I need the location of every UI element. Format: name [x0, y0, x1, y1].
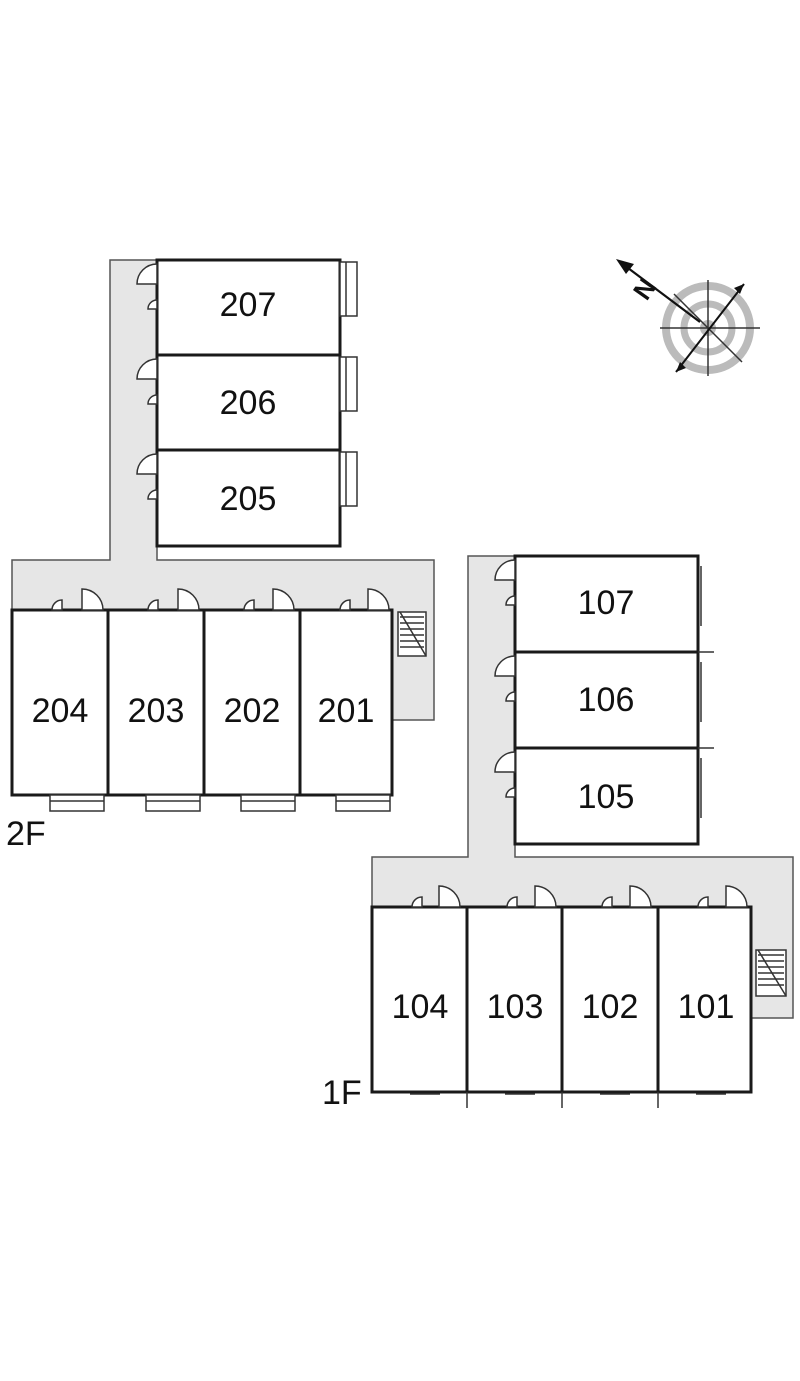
- door-icons-2f-horizontal: [51, 588, 390, 611]
- unit-label: 204: [32, 692, 89, 730]
- unit-101[interactable]: 101: [656, 905, 753, 1094]
- unit-label: 205: [220, 480, 277, 518]
- unit-204[interactable]: 204: [10, 608, 110, 797]
- unit-label: 203: [128, 692, 185, 730]
- unit-206[interactable]: 206: [155, 353, 342, 452]
- unit-label: 202: [224, 692, 281, 730]
- unit-label: 105: [578, 778, 635, 816]
- staircase-1f-icon: [755, 949, 787, 997]
- unit-104[interactable]: 104: [370, 905, 469, 1094]
- balconies-2f-right: [339, 261, 358, 507]
- unit-103[interactable]: 103: [465, 905, 564, 1094]
- unit-label: 207: [220, 286, 277, 324]
- unit-205[interactable]: 205: [155, 448, 342, 548]
- first-floor-plan: 107 106 105 104: [322, 554, 794, 1112]
- unit-107[interactable]: 107: [513, 554, 700, 654]
- floor-label-2f: 2F: [6, 815, 46, 853]
- door-icons-1f-vertical: [494, 559, 516, 798]
- door-icons-2f-vertical: [136, 263, 158, 500]
- unit-207[interactable]: 207: [155, 258, 342, 357]
- unit-203[interactable]: 203: [106, 608, 206, 797]
- unit-201[interactable]: 201: [298, 608, 394, 797]
- unit-102[interactable]: 102: [560, 905, 660, 1094]
- unit-202[interactable]: 202: [202, 608, 302, 797]
- floor-label-1f: 1F: [322, 1074, 362, 1112]
- unit-106[interactable]: 106: [513, 650, 700, 750]
- second-floor-plan: 207 206 205: [6, 258, 435, 853]
- door-icons-1f-horizontal: [411, 885, 748, 908]
- unit-105[interactable]: 105: [513, 746, 700, 846]
- unit-label: 103: [487, 988, 544, 1026]
- unit-label: 101: [678, 988, 735, 1026]
- staircase-2f-icon: [397, 611, 427, 657]
- unit-label: 206: [220, 384, 277, 422]
- unit-label: 201: [318, 692, 375, 730]
- unit-label: 106: [578, 681, 635, 719]
- unit-label: 107: [578, 584, 635, 622]
- compass-rose-icon: N: [616, 259, 760, 376]
- unit-label: 102: [582, 988, 639, 1026]
- windows-1f-bottom: [410, 1092, 726, 1108]
- windows-1f-right: [698, 566, 714, 818]
- north-label: N: [627, 273, 662, 306]
- unit-label: 104: [392, 988, 449, 1026]
- balconies-2f-bottom: [49, 794, 391, 812]
